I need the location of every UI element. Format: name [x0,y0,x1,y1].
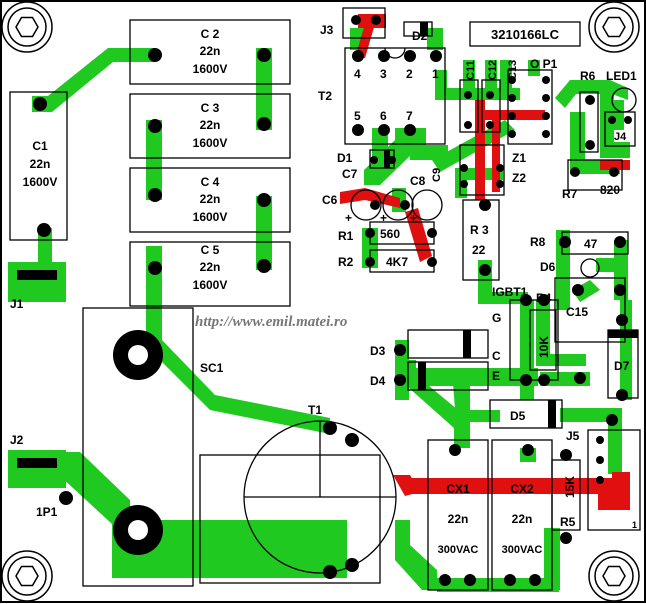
t2-pin1: 1 [432,67,439,81]
r4-label: R4 [536,291,552,305]
c11-label: C11 [465,60,477,80]
c12-label: C12 [487,60,499,80]
r2-value: 4K7 [386,255,408,269]
r2-label: R2 [338,255,354,269]
c7-label: C7 [342,167,358,181]
cx2-ref: CX2 [510,482,534,496]
op1-label: O P1 [530,57,558,71]
silkscreen-labels: C1 22n 1600V C 2 22n 1600V C 3 22n 1600V… [10,23,637,556]
c1-voltage: 1600V [23,175,58,189]
d3-label: D3 [370,344,386,358]
t2-pin7: 7 [406,109,413,123]
sc1-terminals [113,330,163,555]
j1-label: J1 [10,297,24,311]
r7-value: 820 [600,183,620,197]
j5-label: J5 [566,429,580,443]
d1-label: D1 [337,151,353,165]
c3-value: 22n [200,118,221,132]
j2-label: J2 [10,433,24,447]
igbt-c-label: C [492,349,501,363]
c15-label: C15 [566,305,588,319]
c5-ref: C 5 [201,243,220,257]
d5-label: D5 [510,409,526,423]
mounting-hole-top-left [1,1,53,53]
c5-voltage: 1600V [193,278,228,292]
r6-label: R6 [580,69,596,83]
p1-label: 1P1 [36,505,58,519]
cx1-ref: CX1 [446,482,470,496]
solder-pads [17,15,632,586]
t1-label: T1 [308,403,322,417]
r8-label: R8 [530,235,546,249]
r1-value: 560 [380,227,400,241]
r1-label: R1 [338,229,354,243]
c4-voltage: 1600V [193,210,228,224]
c6-label: C6 [322,193,338,207]
mounting-hole-bottom-left [1,550,53,602]
c4-ref: C 4 [201,175,220,189]
copper-traces [8,28,632,592]
z2-label: Z2 [512,171,526,185]
r3-label: R 3 [470,223,489,237]
cx1-voltage: 300VAC [438,544,479,556]
t2-pin4: 4 [354,67,361,81]
cx2-value: 22n [512,512,533,526]
d2-label: D2 [412,29,428,43]
r7-label: R7 [562,187,578,201]
c13-label: C13 [507,60,519,80]
c6-plus: + [345,211,352,225]
board-code: 3210166LC [491,27,560,42]
j4-label: J4 [614,131,627,143]
c8-label: C8 [410,174,426,188]
cx2-voltage: 300VAC [502,544,543,556]
t2-pin6: 6 [380,109,387,123]
igbt1-label: IGBT1 [492,285,528,299]
igbt-e-label: E [492,369,500,383]
c1-ref: C1 [32,139,48,153]
component-marks [384,22,638,428]
c5-value: 22n [200,260,221,274]
mounting-hole-top-right [588,1,640,53]
c2-value: 22n [200,44,221,58]
led1-label: LED1 [606,69,637,83]
d4-label: D4 [370,374,386,388]
c9-label: C9 [431,168,443,182]
cx1-value: 22n [448,512,469,526]
d7-label: D7 [614,359,630,373]
j3-label: J3 [320,23,334,37]
t2-label: T2 [318,89,332,103]
c1-value: 22n [30,157,51,171]
mounting-hole-bottom-right [588,550,640,602]
c4-value: 22n [200,192,221,206]
t2-pin3: 3 [380,67,387,81]
r8-value: 47 [584,237,598,251]
c8-plus: + [380,211,387,225]
t2-pin2: 2 [406,67,413,81]
c2-voltage: 1600V [193,62,228,76]
r5-label: R5 [560,515,576,529]
j5-pin1-mark: 1 [632,520,637,530]
c9-plus: + [410,211,417,225]
r4-value: 10K [537,336,551,358]
r3-value: 22 [472,243,486,257]
z1-label: Z1 [512,151,526,165]
t2-pin5: 5 [354,109,361,123]
c3-ref: C 3 [201,101,220,115]
watermark-url: http://www.emil.matei.ro [195,314,347,330]
sc1-label: SC1 [200,361,224,375]
c2-ref: C 2 [201,27,220,41]
r5-value: 15K [563,476,577,498]
c3-voltage: 1600V [193,136,228,150]
igbt-g-label: G [492,311,501,325]
d6-label: D6 [540,260,556,274]
